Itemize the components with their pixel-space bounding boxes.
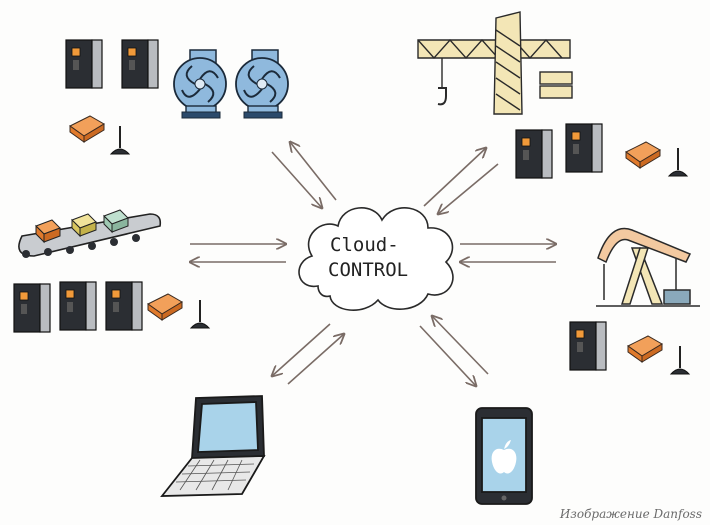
apple-logo-icon — [491, 440, 517, 474]
arrow-top-left-out — [290, 142, 337, 201]
modem-icon — [147, 293, 183, 321]
oil-pump-node — [569, 227, 700, 375]
drive-icon — [565, 123, 603, 173]
arrow-bottom-right-in — [432, 316, 489, 375]
drive-icon — [569, 321, 607, 371]
arrow-bottom-left-out — [272, 323, 331, 376]
arrow-top-right-in — [438, 163, 499, 214]
modem-icon — [627, 335, 663, 363]
fan-icon — [235, 49, 289, 119]
drive-icon — [13, 283, 51, 333]
drive-icon — [105, 281, 143, 331]
fan-icon — [173, 49, 227, 119]
arrow-top-right-out — [423, 148, 486, 207]
conveyor-node — [13, 209, 210, 333]
crane-node — [417, 11, 688, 179]
drive-icon — [65, 39, 103, 89]
arrow-bottom-left-in — [287, 334, 344, 385]
drive-icon — [515, 129, 553, 179]
antenna-icon — [668, 147, 688, 177]
oil-pump-icon — [596, 227, 700, 307]
connection-arrows — [190, 142, 556, 386]
antenna-icon — [110, 125, 130, 155]
antenna-icon — [190, 299, 210, 329]
fan-station-node — [65, 39, 289, 155]
antenna-icon — [670, 345, 690, 375]
image-credit: Изображение Danfoss — [559, 507, 702, 521]
arrow-top-left-in — [271, 151, 322, 208]
laptop-icon — [160, 395, 266, 497]
cloud-control-node: Cloud- CONTROL — [298, 207, 454, 311]
modem-icon — [69, 115, 105, 143]
crane-icon — [417, 11, 573, 115]
smartphone-node — [475, 407, 533, 505]
laptop-node — [160, 395, 266, 497]
conveyor-icon — [18, 209, 162, 258]
modem-icon — [625, 141, 661, 169]
cloud-label-line1: Cloud- — [330, 234, 399, 256]
drive-icon — [59, 281, 97, 331]
arrow-bottom-right-out — [419, 325, 476, 386]
cloud-label-line2: CONTROL — [328, 259, 408, 281]
cloud-shape — [298, 207, 454, 311]
drive-icon — [121, 39, 159, 89]
